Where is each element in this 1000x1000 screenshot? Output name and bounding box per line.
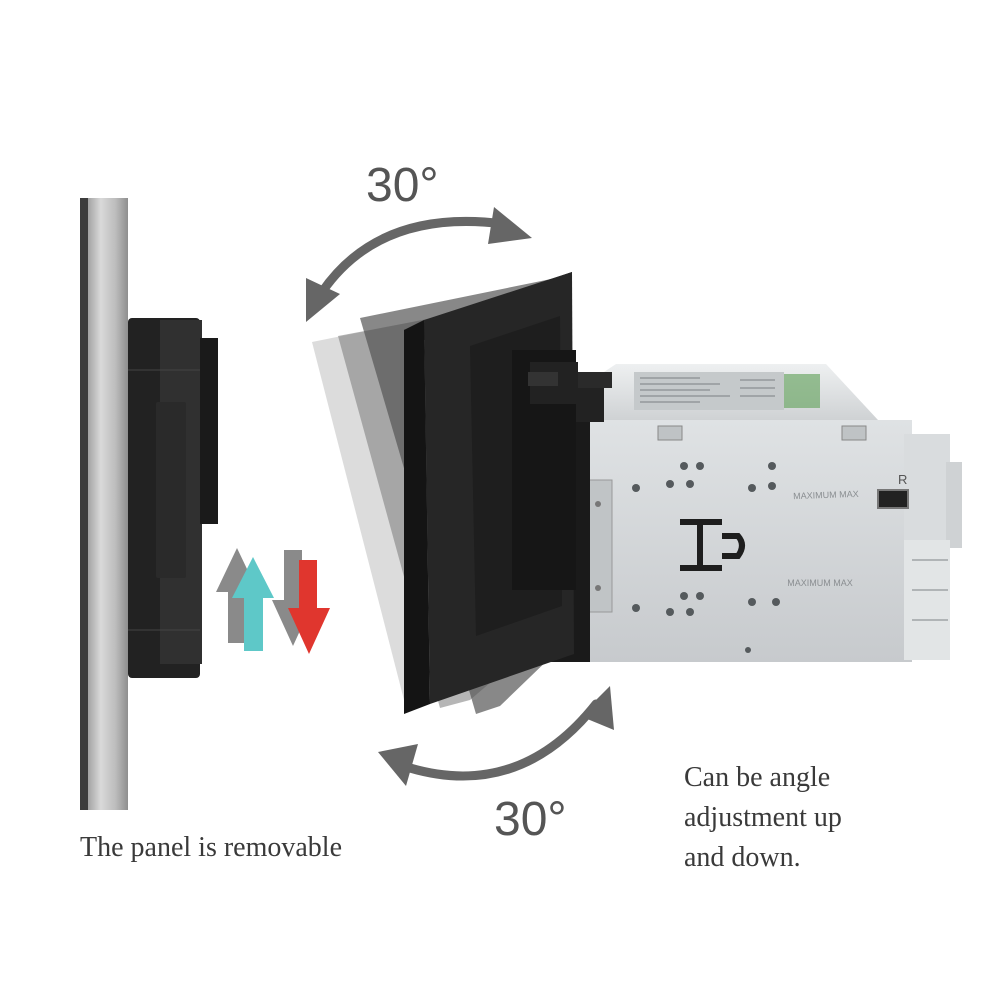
car-stereo-unit: MAXIMUM MAX MAXIMUM MAX R <box>312 272 962 714</box>
panel-back-ridge <box>200 338 218 524</box>
chassis-body: MAXIMUM MAX MAXIMUM MAX R <box>585 364 962 662</box>
panel-dark-face <box>80 198 88 810</box>
stamp-upper: MAXIMUM MAX <box>793 489 859 501</box>
screen-face <box>404 320 430 714</box>
release-slot <box>680 519 745 571</box>
rotate-up-arrow-icon <box>306 207 532 322</box>
mounting-holes <box>632 462 780 653</box>
tilted-screen-main <box>404 272 578 714</box>
rotation-indicators <box>306 207 614 786</box>
stamp-lower: MAXIMUM MAX <box>787 578 853 588</box>
side-port <box>877 489 909 509</box>
side-letter-r: R <box>898 472 907 487</box>
caption-removable-panel: The panel is removable <box>80 832 343 863</box>
panel-silver-edge <box>86 198 128 810</box>
angle-label-bottom: 30° <box>494 793 567 846</box>
caption-angle-line-3: and down. <box>684 842 801 873</box>
caption-angle-line-2: adjustment up <box>684 802 842 833</box>
caption-angle-line-1: Can be angle <box>684 762 831 793</box>
panel-connector-block <box>156 402 186 578</box>
caption-angle-adjustment: Can be angle adjustment up and down. <box>684 758 842 878</box>
rotate-down-arrow-icon <box>378 686 614 786</box>
removal-arrows <box>216 548 330 654</box>
removable-panel-side-view <box>80 198 218 810</box>
up-arrow-icon <box>216 548 274 651</box>
chassis-side-face <box>586 420 912 662</box>
angle-label-top: 30° <box>366 159 439 212</box>
down-arrow-icon <box>272 550 330 654</box>
